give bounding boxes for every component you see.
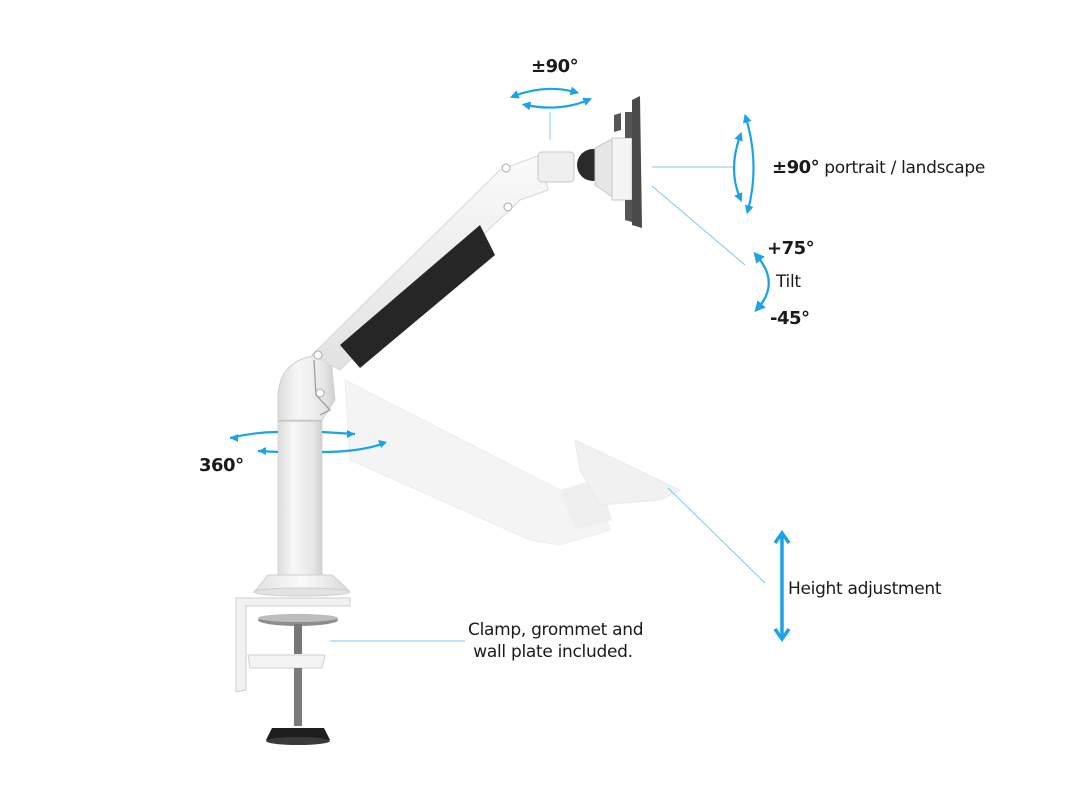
base-rotation-arrows-icon: [229, 430, 387, 455]
clamp-label-line1: Clamp, grommet and: [468, 620, 644, 640]
tilt-arrow-icon: [753, 251, 770, 313]
ghost-arm-lowered: [344, 379, 682, 546]
clamp-label-line2: wall plate included.: [473, 642, 633, 662]
tilt-up-angle: +75°: [767, 238, 815, 259]
tilt-head: [537, 137, 633, 201]
arm-pole: [252, 349, 352, 597]
clamp-label: Clamp, grommet and wall plate included.: [468, 619, 644, 663]
swivel-arrows-icon: [509, 86, 593, 111]
arm-body: [311, 154, 549, 416]
tilt-down-angle: -45°: [770, 308, 810, 329]
base-rotation-label: 360°: [199, 455, 244, 476]
desk-clamp: [235, 597, 351, 745]
rotation-arrows-icon: [732, 113, 755, 215]
leader-lines: [330, 112, 766, 642]
swivel-angle-label: ±90°: [531, 56, 579, 77]
height-adjustment-label: Height adjustment: [788, 579, 942, 599]
rotation-angle: ±90°: [772, 157, 820, 178]
rotation-label: ±90° portrait / landscape: [772, 157, 985, 178]
height-arrow-icon: [773, 529, 791, 643]
gas-spring-cover: [340, 225, 495, 368]
vesa-plate: [614, 96, 642, 228]
rotation-text: portrait / landscape: [824, 158, 985, 178]
tilt-label: Tilt: [776, 272, 801, 292]
